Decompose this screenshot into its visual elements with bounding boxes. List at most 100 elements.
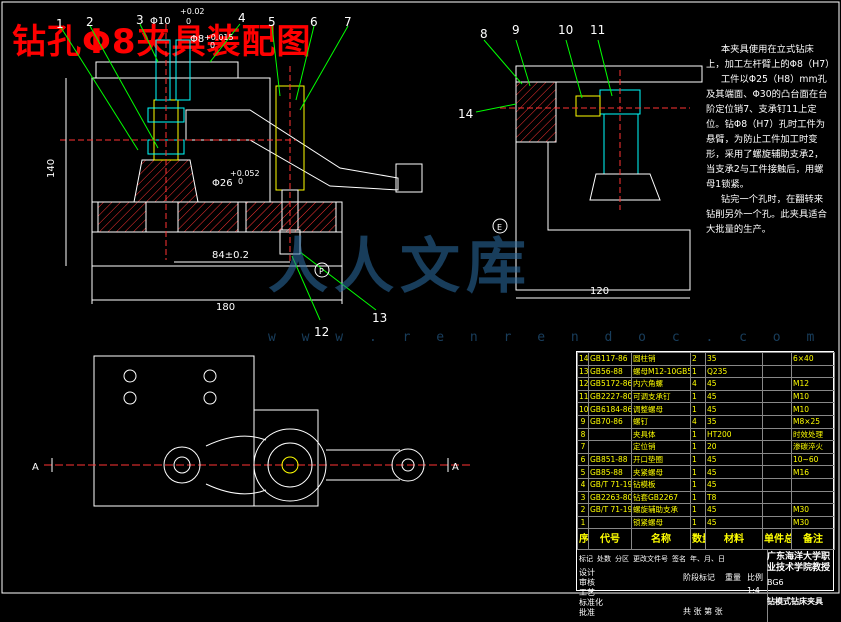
part-label-13: 13 xyxy=(372,311,387,325)
bom-cell-name: 圆柱销 xyxy=(631,352,691,366)
title-block-code: BG6 xyxy=(767,578,784,588)
bom-cell-no: 10 xyxy=(577,402,589,416)
title-block-mark: 签名 xyxy=(672,555,686,564)
bom-cell-qty: 1 xyxy=(690,515,706,530)
title-block-drawing-name: 钻模式钻床夹具 xyxy=(767,597,823,607)
bom-cell-name: 夹紧螺母 xyxy=(631,465,691,479)
bom-cell-wt xyxy=(762,477,792,492)
title-block-mark: 处数 xyxy=(597,555,611,564)
dim-tol1: +0.02 xyxy=(180,7,205,16)
bom-cell-no: 2 xyxy=(577,503,589,517)
bom-cell-qty: 1 xyxy=(690,364,706,379)
bom-cell-no: 4 xyxy=(577,477,589,492)
bom-header-row: 序号 代号 名称 数量 材料 单件总计 重量 备注 xyxy=(577,528,835,551)
bom-cell-mat: T8 xyxy=(705,490,763,505)
title-block-stage: 阶段标记 xyxy=(683,573,715,583)
title-block-mark: 标记 xyxy=(579,555,593,564)
part-label-12: 12 xyxy=(314,325,329,339)
dim-d8: Φ8 xyxy=(190,34,204,45)
bom-cell-rem xyxy=(791,364,835,379)
bom-cell-qty: 2 xyxy=(690,352,706,366)
title-block-mark: 年、月、日 xyxy=(690,555,725,564)
bom-cell-code: GB6184-86 xyxy=(588,402,632,416)
bom-cell-no: 3 xyxy=(577,490,589,505)
bom-cell-wt xyxy=(762,465,792,479)
section-a-left: A xyxy=(32,462,39,473)
bom-cell-rem: 10~60 xyxy=(791,452,835,467)
bom-cell-code: GB5172-86 xyxy=(588,377,632,391)
bom-cell-mat: 45 xyxy=(705,503,763,517)
title-block-school: 广东海洋大学职业技术学院教授 xyxy=(767,552,831,574)
side-view xyxy=(475,39,703,299)
bom-cell-rem: M30 xyxy=(791,503,835,517)
bom-cell-code: GB117-86 xyxy=(588,352,632,366)
bom-cell-mat: 45 xyxy=(705,377,763,391)
bom-cell-mat: HT200 xyxy=(705,427,763,442)
bom-cell-no: 8 xyxy=(577,427,589,442)
dim-l180: 180 xyxy=(216,302,235,313)
bom-header-rem: 备注 xyxy=(791,528,835,551)
part-label-7: 7 xyxy=(344,15,352,29)
part-label-4: 4 xyxy=(238,11,246,25)
bom-cell-rem: M30 xyxy=(791,515,835,530)
bom-cell-no: 12 xyxy=(577,377,589,391)
bom-cell-qty: 1 xyxy=(690,477,706,492)
bom-header-name: 名称 xyxy=(631,528,691,551)
part-label-6: 6 xyxy=(310,15,318,29)
bom-cell-wt xyxy=(762,452,792,467)
bom-cell-name: 钻模板 xyxy=(631,477,691,492)
note-line-2: 工件以Φ25（H8）mm孔及其端面、Φ30的凸台面在台阶定位销7、支承钉11上定… xyxy=(706,74,828,190)
bom-cell-name: 螺母M12-10GB5 xyxy=(631,364,691,379)
bom-cell-wt xyxy=(762,440,792,454)
bom-cell-qty: 1 xyxy=(690,389,706,404)
bom-row: 4GB/T 71-1985钻模板145 xyxy=(577,477,835,492)
part-label-14: 14 xyxy=(458,107,473,121)
bom-cell-mat: 45 xyxy=(705,452,763,467)
part-label-11: 11 xyxy=(590,23,605,37)
bom-cell-code: GB/T 71-1985 xyxy=(588,477,632,492)
dim-h140: 140 xyxy=(46,159,57,178)
bom-cell-rem: 时效处理 xyxy=(791,427,835,442)
bom-cell-code: GB2263-80 xyxy=(588,490,632,505)
dim-tol3b: 0 xyxy=(238,177,243,186)
datum-p: P xyxy=(319,267,324,276)
title-block-scale-label: 比例 xyxy=(747,573,763,583)
note-line-3: 钻完一个孔时，在翻转来钻削另外一个孔。此夹具适合大批量的生产。 xyxy=(706,194,827,235)
part-label-2: 2 xyxy=(86,15,94,29)
bom-cell-mat: 35 xyxy=(705,414,763,429)
bom-cell-no: 7 xyxy=(577,440,589,454)
bom-cell-name: 锁紧螺母 xyxy=(631,515,691,530)
dim-d26: Φ26 xyxy=(212,178,233,189)
dim-tol2b: 0 xyxy=(210,41,215,50)
bom-cell-name: 可调支承钉 xyxy=(631,389,691,404)
bom-cell-qty: 1 xyxy=(690,440,706,454)
bom-header-wt: 单件总计 重量 xyxy=(762,528,792,551)
bom-cell-code xyxy=(588,515,632,530)
bom-cell-mat: 35 xyxy=(705,352,763,366)
title-block-roles: 设计审核工艺标准化批准 xyxy=(579,568,603,618)
bom-cell-qty: 1 xyxy=(690,402,706,416)
bom-cell-name: 内六角螺 xyxy=(631,377,691,391)
bom-header-code: 代号 xyxy=(588,528,632,551)
bom-cell-mat: 45 xyxy=(705,389,763,404)
title-block-mark: 分区 xyxy=(615,555,629,564)
bom-row: 2GB/T 71-1985螺旋辅助支承145M30 xyxy=(577,503,835,517)
bom-cell-code xyxy=(588,427,632,442)
bom-cell-no: 13 xyxy=(577,364,589,379)
bom-cell-qty: 1 xyxy=(690,503,706,517)
part-label-10: 10 xyxy=(558,23,573,37)
bom-cell-wt xyxy=(762,364,792,379)
bom-cell-qty: 4 xyxy=(690,414,706,429)
title-block-sheet: 共 张 第 张 xyxy=(683,607,723,617)
bom-cell-code: GB70-86 xyxy=(588,414,632,429)
title-block-marks: 标记处数分区更改文件号签名年、月、日 xyxy=(579,554,729,564)
bom-cell-wt xyxy=(762,515,792,530)
watermark-text: 人人文库 xyxy=(268,232,532,302)
bom-cell-qty: 1 xyxy=(690,490,706,505)
bom-cell-wt xyxy=(762,427,792,442)
